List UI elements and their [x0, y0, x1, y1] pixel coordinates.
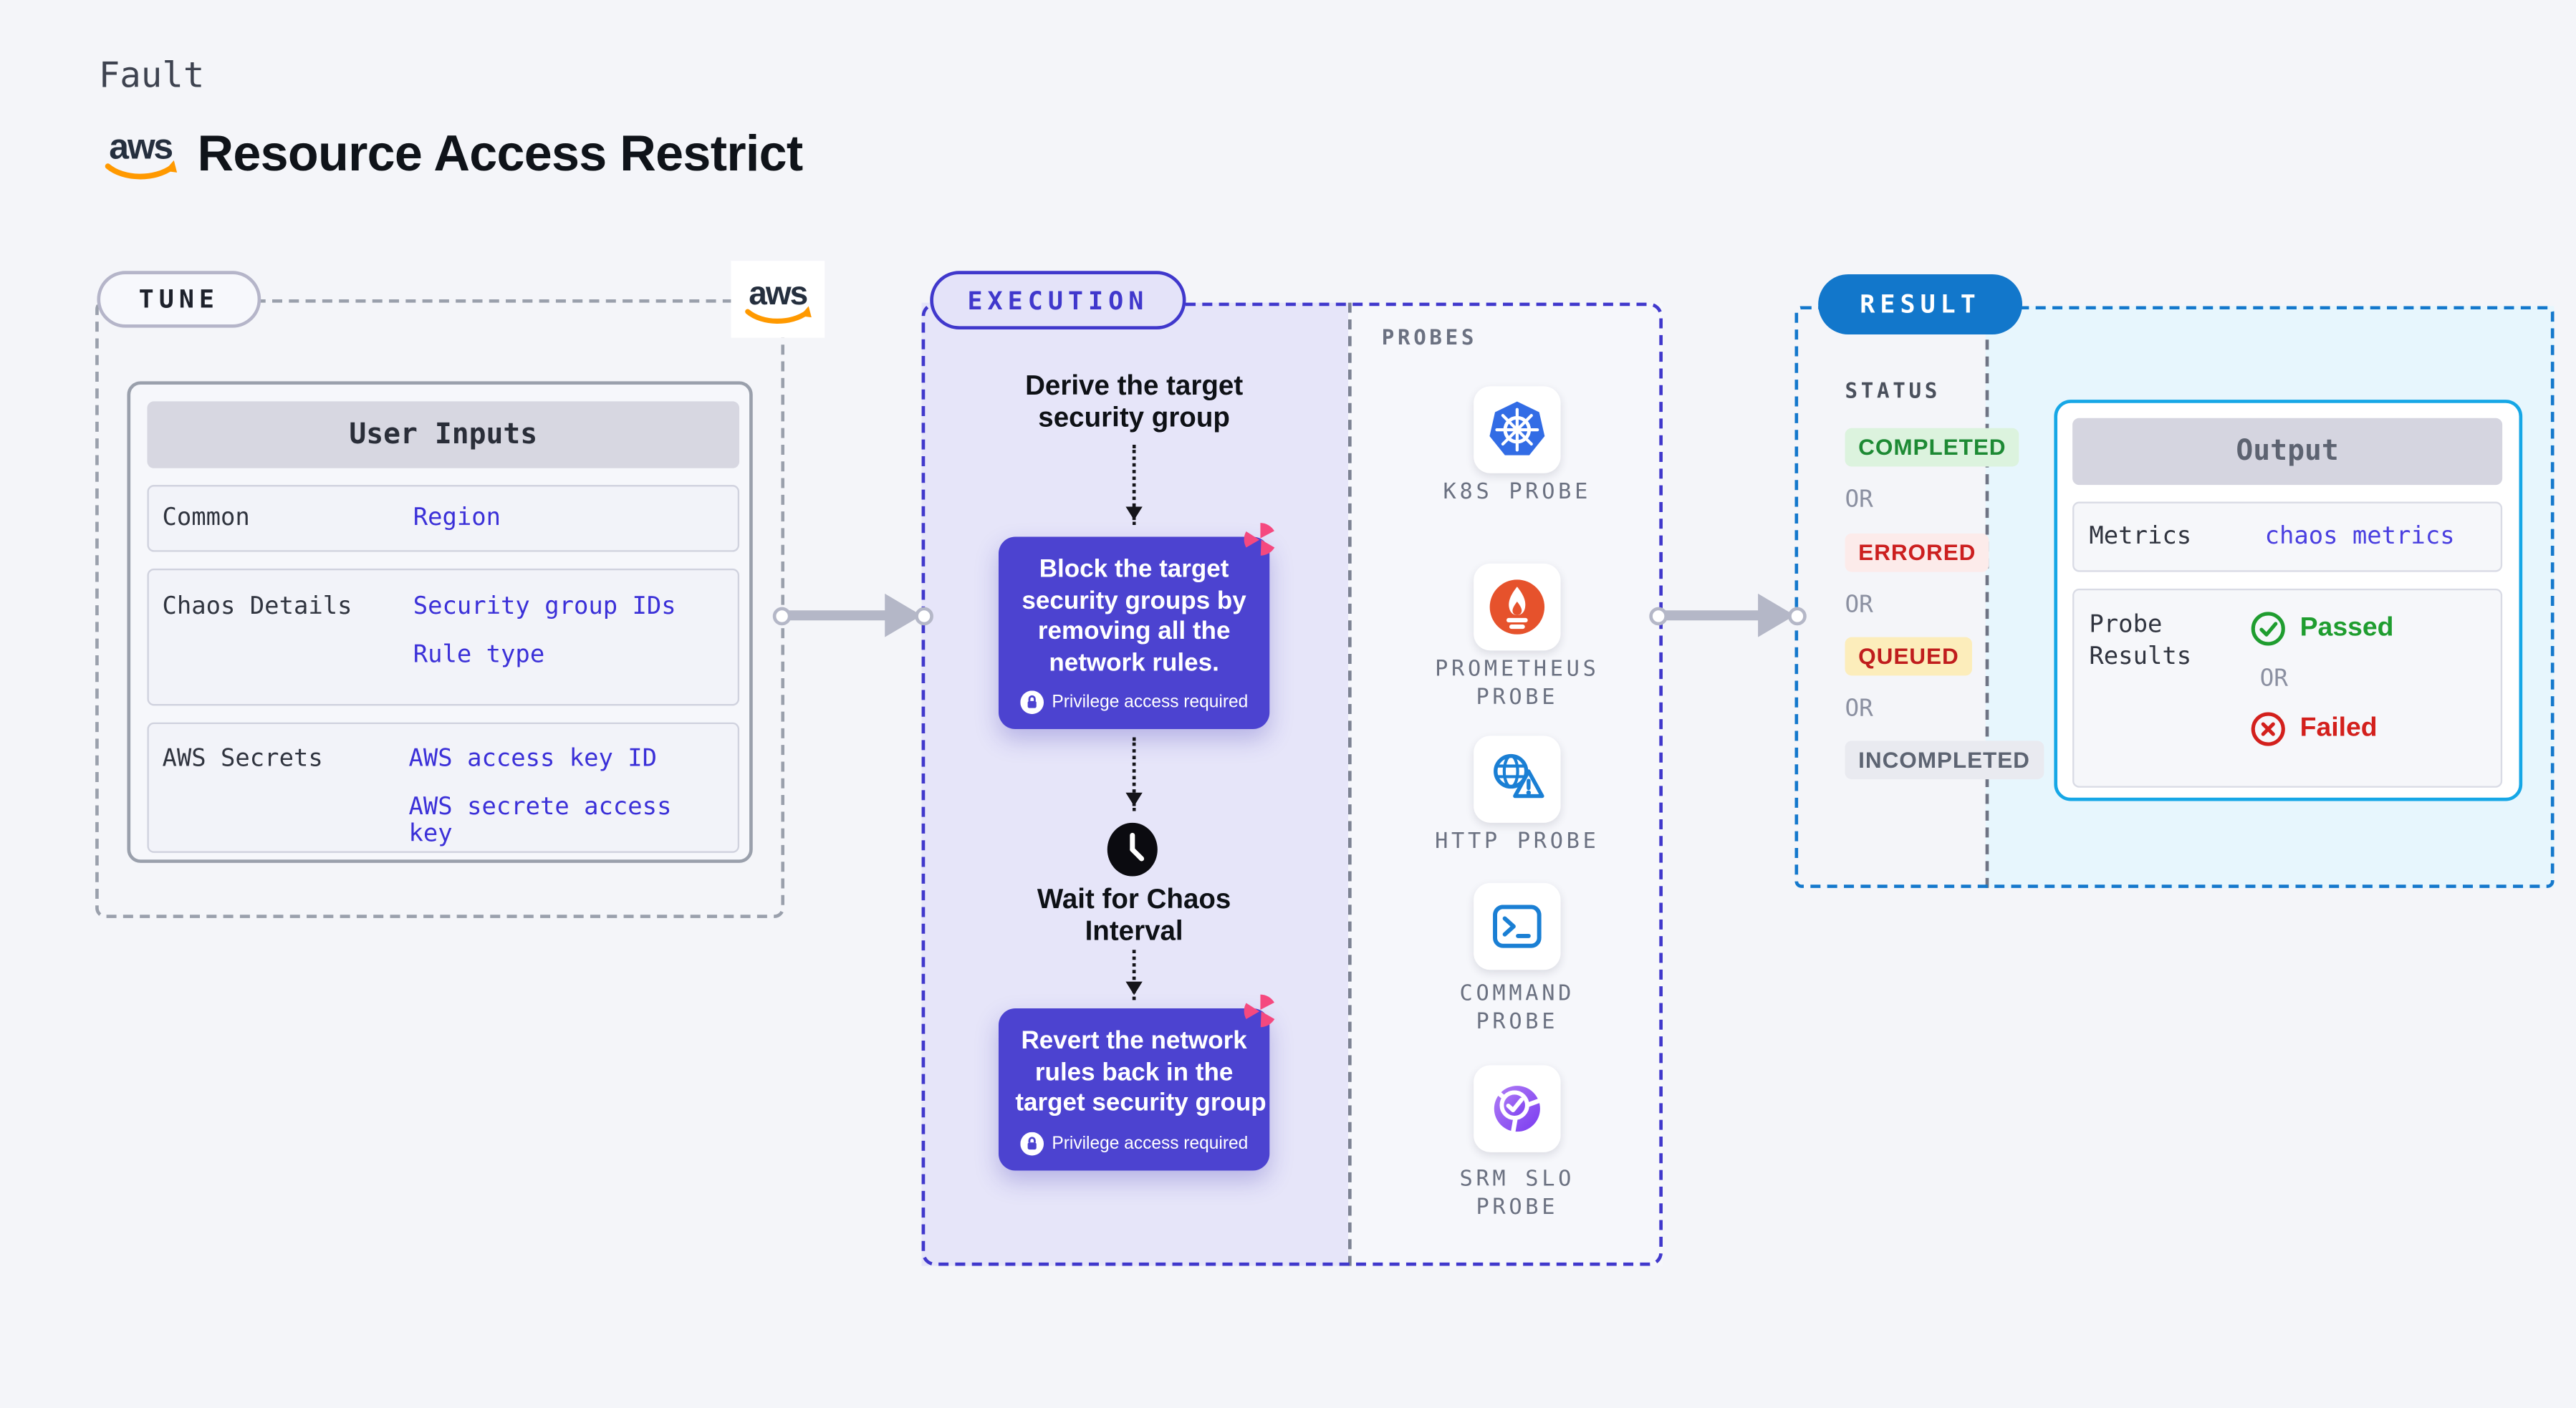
table-row: Common Region: [147, 485, 740, 552]
status-badge-incompleted: INCOMPLETED: [1845, 741, 2044, 780]
connector-endpoint: [1788, 606, 1807, 625]
probe-label: COMMAND PROBE: [1459, 981, 1575, 1036]
row-label: Chaos Details: [162, 593, 352, 621]
chaos-pinwheel-icon: [1239, 519, 1281, 560]
probe-label: PROMETHEUS PROBE: [1435, 657, 1600, 711]
row-value: Rule type: [413, 642, 545, 669]
output-card: Output Metrics chaos metrics Probe Resul…: [2054, 400, 2523, 801]
terminal-icon: [1474, 882, 1561, 970]
row-label: Common: [162, 505, 250, 532]
connector-endpoint: [1649, 606, 1668, 625]
table-row: AWS Secrets AWS access key ID AWS secret…: [147, 722, 740, 853]
result-badge: RESULT: [1818, 274, 2023, 334]
probe-results-row: Probe Results Passed OR Failed: [2072, 588, 2503, 788]
user-inputs-title: User Inputs: [147, 401, 740, 468]
status-badge-completed: COMPLETED: [1845, 428, 2020, 467]
connector-endpoint: [772, 606, 792, 625]
flow-arrow: [1125, 737, 1143, 811]
kubernetes-icon: [1474, 386, 1561, 473]
execution-to-result-arrow: [1649, 590, 1807, 640]
check-circle-icon: [2251, 612, 2285, 646]
step-derive-target: Derive the target security group: [1025, 371, 1244, 433]
probe-label: HTTP PROBE: [1435, 829, 1600, 855]
privilege-note: Privilege access required: [1052, 1132, 1249, 1153]
probe-label: SRM SLO PROBE: [1459, 1167, 1575, 1221]
srm-slo-icon: [1474, 1065, 1561, 1152]
lock-icon: [1019, 1131, 1044, 1155]
page-kicker: Fault: [98, 55, 205, 96]
metrics-row: Metrics chaos metrics: [2072, 501, 2503, 572]
row-value: AWS access key ID: [408, 746, 658, 773]
chaos-pinwheel-icon: [1239, 990, 1281, 1031]
page-title: Resource Access Restrict: [197, 127, 804, 183]
row-value: Security group IDs: [413, 593, 676, 621]
flow-arrow: [1125, 950, 1143, 1000]
privilege-note: Privilege access required: [1052, 692, 1249, 713]
lock-icon: [1019, 690, 1044, 715]
or-separator: OR: [2259, 665, 2288, 693]
row-value: Region: [413, 505, 501, 532]
probes-title: PROBES: [1381, 324, 1478, 350]
row-value: AWS secrete access key: [408, 794, 672, 848]
output-title: Output: [2072, 418, 2503, 486]
step-wait-interval: Wait for Chaos Interval: [1037, 884, 1231, 947]
or-separator: OR: [1845, 592, 1873, 619]
connector-endpoint: [915, 606, 933, 625]
or-separator: OR: [1845, 695, 1873, 723]
status-badge-errored: ERRORED: [1845, 533, 1990, 572]
tune-badge: TUNE: [97, 271, 261, 328]
status-title: STATUS: [1845, 377, 1941, 403]
or-separator: OR: [1845, 486, 1873, 513]
row-label: AWS Secrets: [162, 746, 323, 773]
aws-logo-icon: aws: [97, 120, 183, 187]
status-badge-queued: QUEUED: [1845, 637, 1973, 676]
metrics-label: Metrics: [2089, 523, 2192, 551]
flow-arrow: [1125, 445, 1143, 526]
http-globe-warning-icon: [1474, 736, 1561, 823]
prometheus-icon: [1474, 563, 1561, 651]
metrics-value: chaos metrics: [2264, 523, 2455, 551]
user-inputs-card: User Inputs Common Region Chaos Details …: [127, 381, 753, 863]
x-circle-icon: [2251, 712, 2285, 746]
aws-corner-logo-icon: aws: [731, 261, 825, 338]
execution-badge: EXECUTION: [930, 271, 1186, 329]
step-revert-network-rules: Revert the network rules back in the tar…: [998, 1008, 1270, 1170]
tune-to-execution-arrow: [772, 590, 933, 640]
passed-label: Passed: [2299, 613, 2394, 642]
svg-text:aws: aws: [749, 274, 807, 311]
probe-label: K8S PROBE: [1443, 480, 1592, 506]
table-row: Chaos Details Security group IDs Rule ty…: [147, 568, 740, 706]
svg-text:aws: aws: [109, 126, 172, 166]
probe-results-label: Probe Results: [2089, 612, 2192, 671]
step-block-security-groups: Block the target security groups by remo…: [998, 536, 1270, 730]
failed-label: Failed: [2299, 714, 2378, 743]
clock-icon: [1104, 821, 1160, 877]
